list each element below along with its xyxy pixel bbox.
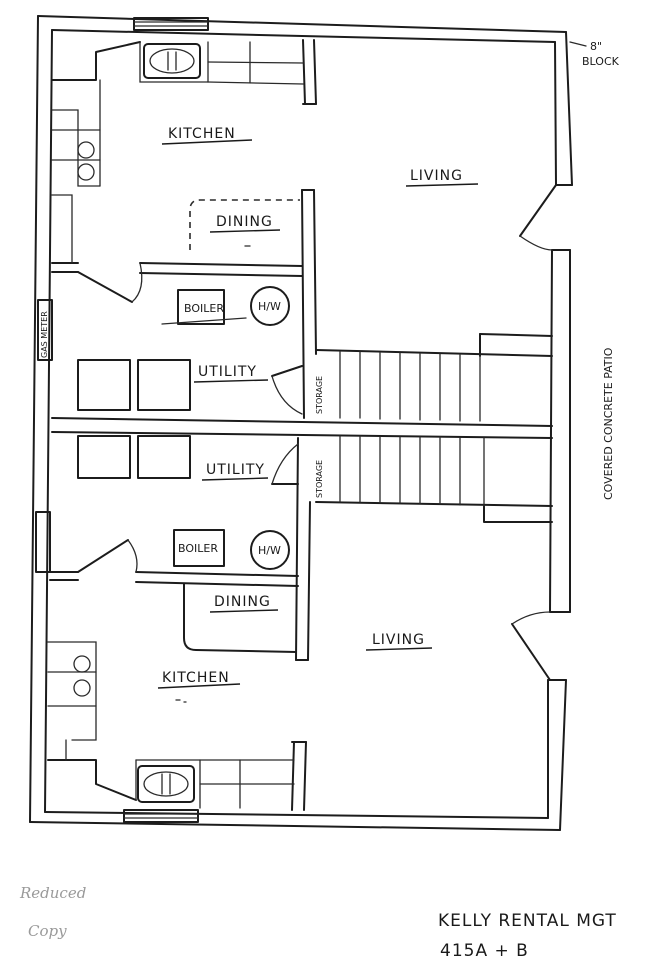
- bottom-window: [123, 809, 199, 823]
- stair-lower: [315, 435, 553, 523]
- lower-kitchen-cabinets: [47, 641, 295, 809]
- lower-boiler: [173, 529, 225, 567]
- wall-note-leader: [569, 41, 587, 47]
- upper-hw-heater: [250, 286, 290, 326]
- lower-utility-label: UTILITY: [206, 462, 265, 478]
- upper-boiler-label: BOILER: [184, 302, 224, 315]
- exterior-walls: [29, 15, 573, 831]
- door-lower-right: [511, 611, 551, 681]
- stair-upper: [315, 333, 553, 422]
- lower-storage-label: STORAGE: [315, 460, 324, 498]
- door-upper-right: [519, 184, 557, 251]
- upper-hw-label: H/W: [258, 300, 281, 313]
- left-window-lower: [35, 511, 51, 573]
- left-window-upper: [37, 299, 53, 361]
- upper-washer-dryer: [77, 359, 191, 411]
- upper-unit-walls: [51, 39, 317, 419]
- lower-hw-heater: [250, 530, 290, 570]
- upper-boiler: [177, 289, 225, 325]
- gas-meter-label: GAS METER: [40, 311, 49, 358]
- lower-dining-outline: [183, 583, 297, 653]
- lower-kitchen-marks: [175, 699, 187, 703]
- company-name: KELLY RENTAL MGT: [438, 911, 617, 931]
- lower-washer-dryer: [77, 435, 191, 479]
- lower-utility-door: [77, 539, 138, 573]
- patio-label: COVERED CONCRETE PATIO: [602, 347, 615, 500]
- upper-pipe-line: [161, 317, 247, 325]
- top-window: [133, 17, 209, 31]
- upper-kitchen-cabinets: [51, 41, 304, 264]
- lower-living-label: LIVING: [372, 632, 425, 648]
- upper-sink: [143, 43, 201, 79]
- wall-material-note: BLOCK: [582, 55, 620, 68]
- center-demising-wall: [51, 417, 553, 439]
- lower-boiler-label: BOILER: [178, 542, 218, 555]
- upper-utility-door: [77, 262, 143, 303]
- upper-living-label: LIVING: [410, 168, 463, 184]
- upper-dining-label: DINING: [216, 214, 273, 230]
- lower-unit-walls: [49, 437, 311, 811]
- unit-address: 415A + B: [440, 941, 529, 961]
- wall-thickness-note: 8": [590, 40, 602, 53]
- reduced-stamp-line1: Reduced: [19, 884, 86, 902]
- lower-storage-door: [271, 443, 299, 485]
- upper-utility-label: UTILITY: [198, 364, 257, 380]
- lower-sink: [137, 765, 195, 803]
- upper-dining-outline: [189, 199, 300, 250]
- lower-dining-label: DINING: [214, 594, 271, 610]
- reduced-stamp-line2: Copy: [28, 922, 67, 940]
- upper-storage-door: [271, 365, 303, 415]
- lower-hw-label: H/W: [258, 544, 281, 557]
- lower-kitchen-label: KITCHEN: [162, 670, 230, 686]
- upper-kitchen-label: KITCHEN: [168, 126, 236, 142]
- upper-storage-label: STORAGE: [315, 376, 324, 414]
- upper-stove: [77, 141, 95, 181]
- lower-stove: [73, 655, 91, 697]
